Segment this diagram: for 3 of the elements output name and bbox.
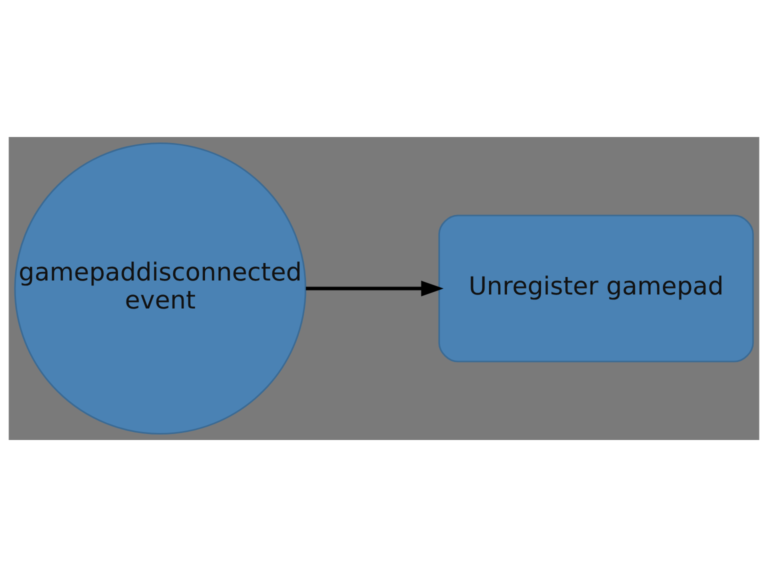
node-circle: gamepaddisconnected event <box>14 142 306 434</box>
node-box: Unregister gamepad <box>438 214 754 362</box>
arrow <box>306 280 444 296</box>
